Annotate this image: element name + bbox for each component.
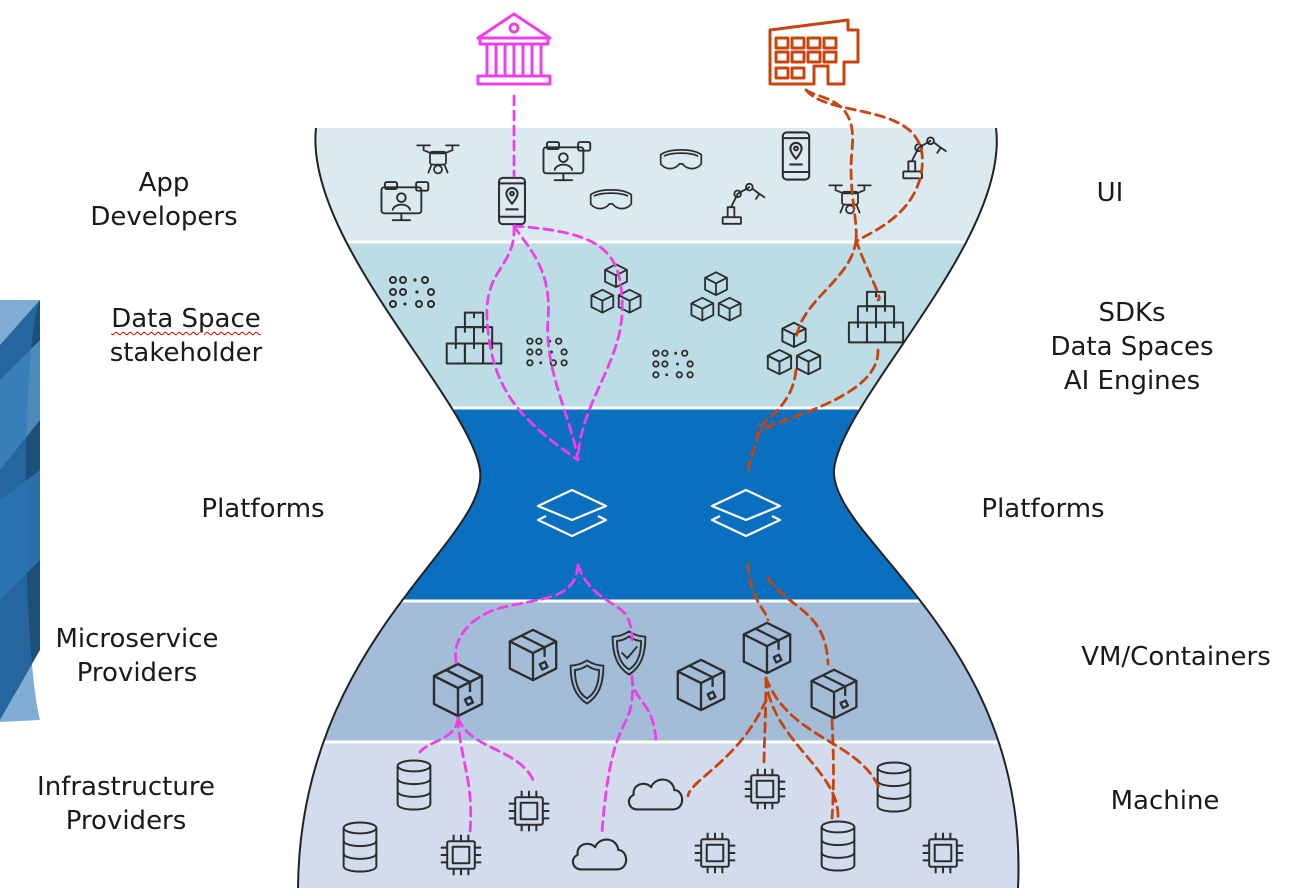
pink-path [418, 716, 460, 754]
pink-path [454, 563, 580, 670]
label-vm-containers: VM/Containers [1081, 642, 1271, 672]
institution-icon [476, 12, 552, 86]
label-platforms-left: Platforms [201, 494, 325, 524]
orange-path [686, 698, 768, 798]
orange-path [766, 576, 830, 666]
pink-path [456, 716, 473, 834]
band-ui [298, 128, 1019, 242]
orange-path [758, 348, 880, 434]
label-infrastructure-providers: Infrastructure Providers [37, 772, 215, 836]
orange-path [804, 88, 924, 244]
band-vm-containers [298, 601, 1019, 742]
orange-path [794, 238, 858, 342]
label-sdks-data-spaces-ai-engines: SDKs Data Spaces AI Engines [1050, 298, 1214, 396]
pink-path [512, 224, 580, 462]
orange-path [764, 676, 882, 792]
orange-path [854, 238, 881, 302]
orange-path [746, 368, 798, 476]
pink-path [485, 224, 580, 462]
orange-dashed-paths [686, 88, 924, 820]
orange-path [804, 88, 858, 242]
orange-path [830, 718, 835, 820]
label-data-space-stakeholder: Data Space stakeholder [109, 304, 263, 368]
orange-path [746, 562, 770, 622]
label-microservice-providers: Microservice Providers [55, 624, 219, 688]
orange-path [762, 676, 768, 768]
label-platforms-right: Platforms [981, 494, 1105, 524]
decorative-photo-fragment [0, 300, 40, 722]
factory-icon [768, 18, 860, 86]
band-machine [298, 742, 1019, 888]
label-app-developers: App Developers [90, 168, 238, 232]
pink-path [600, 674, 634, 834]
pink-path [456, 716, 536, 784]
pink-dashed-paths [418, 94, 658, 834]
pink-path [512, 224, 624, 462]
orange-path [764, 676, 840, 820]
label-ui: UI [1096, 178, 1124, 208]
pink-path [576, 563, 634, 642]
label-machine: Machine [1110, 786, 1220, 816]
